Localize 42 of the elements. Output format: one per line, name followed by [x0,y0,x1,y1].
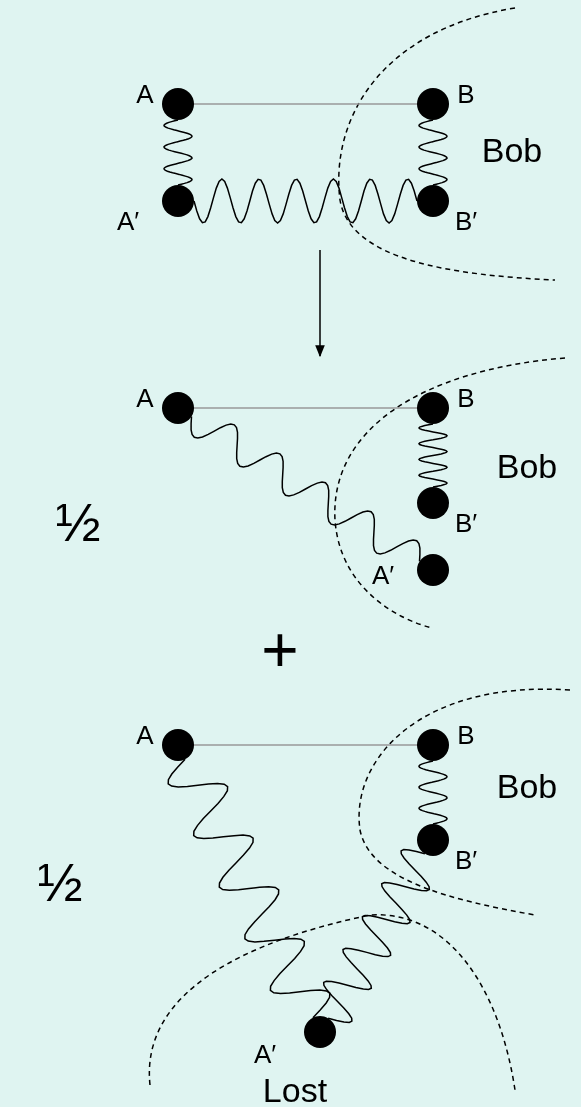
wavy-line [418,119,448,186]
particle-label: B′ [454,208,478,234]
particle-label: A′ [253,1041,277,1067]
particle-dot [162,729,194,761]
wavy-line [167,758,331,1019]
particle-dot [162,88,194,120]
particle-label: B [457,722,475,748]
diagram-label: Bob [496,769,558,803]
particle-label: B [457,385,475,411]
particle-dot [162,185,194,217]
wavy-line [322,848,431,1024]
connecting-line [193,744,418,746]
particle-dot [417,88,449,120]
wavy-line [418,760,448,825]
connecting-line [193,103,418,105]
diagram-label: Bob [496,449,558,483]
particle-label: B′ [454,847,478,873]
particle-label: B′ [454,510,478,536]
particle-dot [162,392,194,424]
connecting-line [193,407,418,409]
diagram-label: + [261,618,299,682]
diagram-label: Lost [262,1073,328,1107]
wavy-line [193,178,418,224]
particle-dot [417,554,449,586]
particle-dot [304,1016,336,1048]
particle-dot [417,185,449,217]
diagram-label: Bob [481,133,543,167]
particle-label: A′ [371,562,395,588]
particle-dot [417,392,449,424]
particle-label: A [136,81,154,107]
diagram-label: ½ [37,855,83,909]
particle-dot [417,729,449,761]
wavy-line [163,119,193,186]
particle-dot [417,824,449,856]
particle-dot [417,487,449,519]
wavy-line [418,423,448,488]
particle-label: B [457,81,475,107]
particle-label: A′ [116,208,140,234]
diagram-label: ½ [55,495,101,549]
particle-label: A [136,722,154,748]
wavy-line [190,415,421,563]
particle-label: A [136,385,154,411]
